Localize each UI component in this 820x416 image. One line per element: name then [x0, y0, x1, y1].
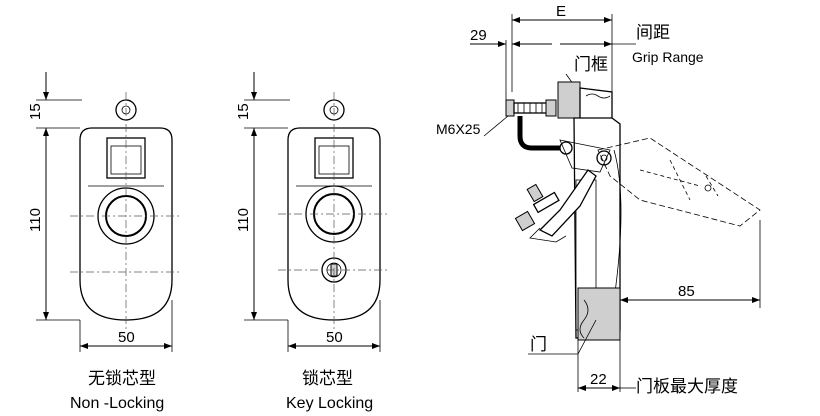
open-handle-ghost	[597, 137, 761, 227]
dim-29-label: 29	[470, 27, 487, 44]
latch-arm	[538, 169, 597, 237]
side-installation-view: E 29 间距 Grip Range 门框 M6X25	[436, 3, 761, 397]
non-locking-front-view: 15 110 50 无锁芯型 Non -Locking	[27, 72, 182, 412]
dim-85-label: 85	[678, 283, 695, 300]
dim-50-label: 50	[118, 329, 135, 346]
caption-en: Non -Locking	[70, 395, 164, 412]
caption-cn: 锁芯型	[302, 369, 353, 389]
dim-110-label: 110	[27, 208, 44, 232]
dim-15-label: 15	[235, 103, 252, 120]
label-grip-range: Grip Range	[632, 49, 704, 65]
dim-e-label: E	[556, 3, 566, 20]
door-frame	[557, 81, 581, 119]
dim-50-label: 50	[326, 329, 343, 346]
caption-cn: 无锁芯型	[88, 369, 156, 389]
key-locking-front-view: 15 110 50 锁芯型 Key Locking	[235, 72, 390, 412]
label-bolt: M6X25	[436, 121, 481, 137]
dim-22-label: 22	[590, 371, 607, 388]
label-max-thickness-cn: 门板最大厚度	[636, 377, 738, 397]
label-spacing-cn: 间距	[636, 23, 670, 43]
door-panel	[577, 287, 621, 341]
label-frame-cn: 门框	[574, 55, 608, 75]
j-hook	[517, 116, 570, 151]
dim-15-label: 15	[27, 103, 44, 120]
caption-en: Key Locking	[286, 395, 373, 412]
label-door-cn: 门	[530, 335, 547, 355]
dim-110-label: 110	[235, 208, 252, 232]
bolt-head	[505, 99, 515, 117]
